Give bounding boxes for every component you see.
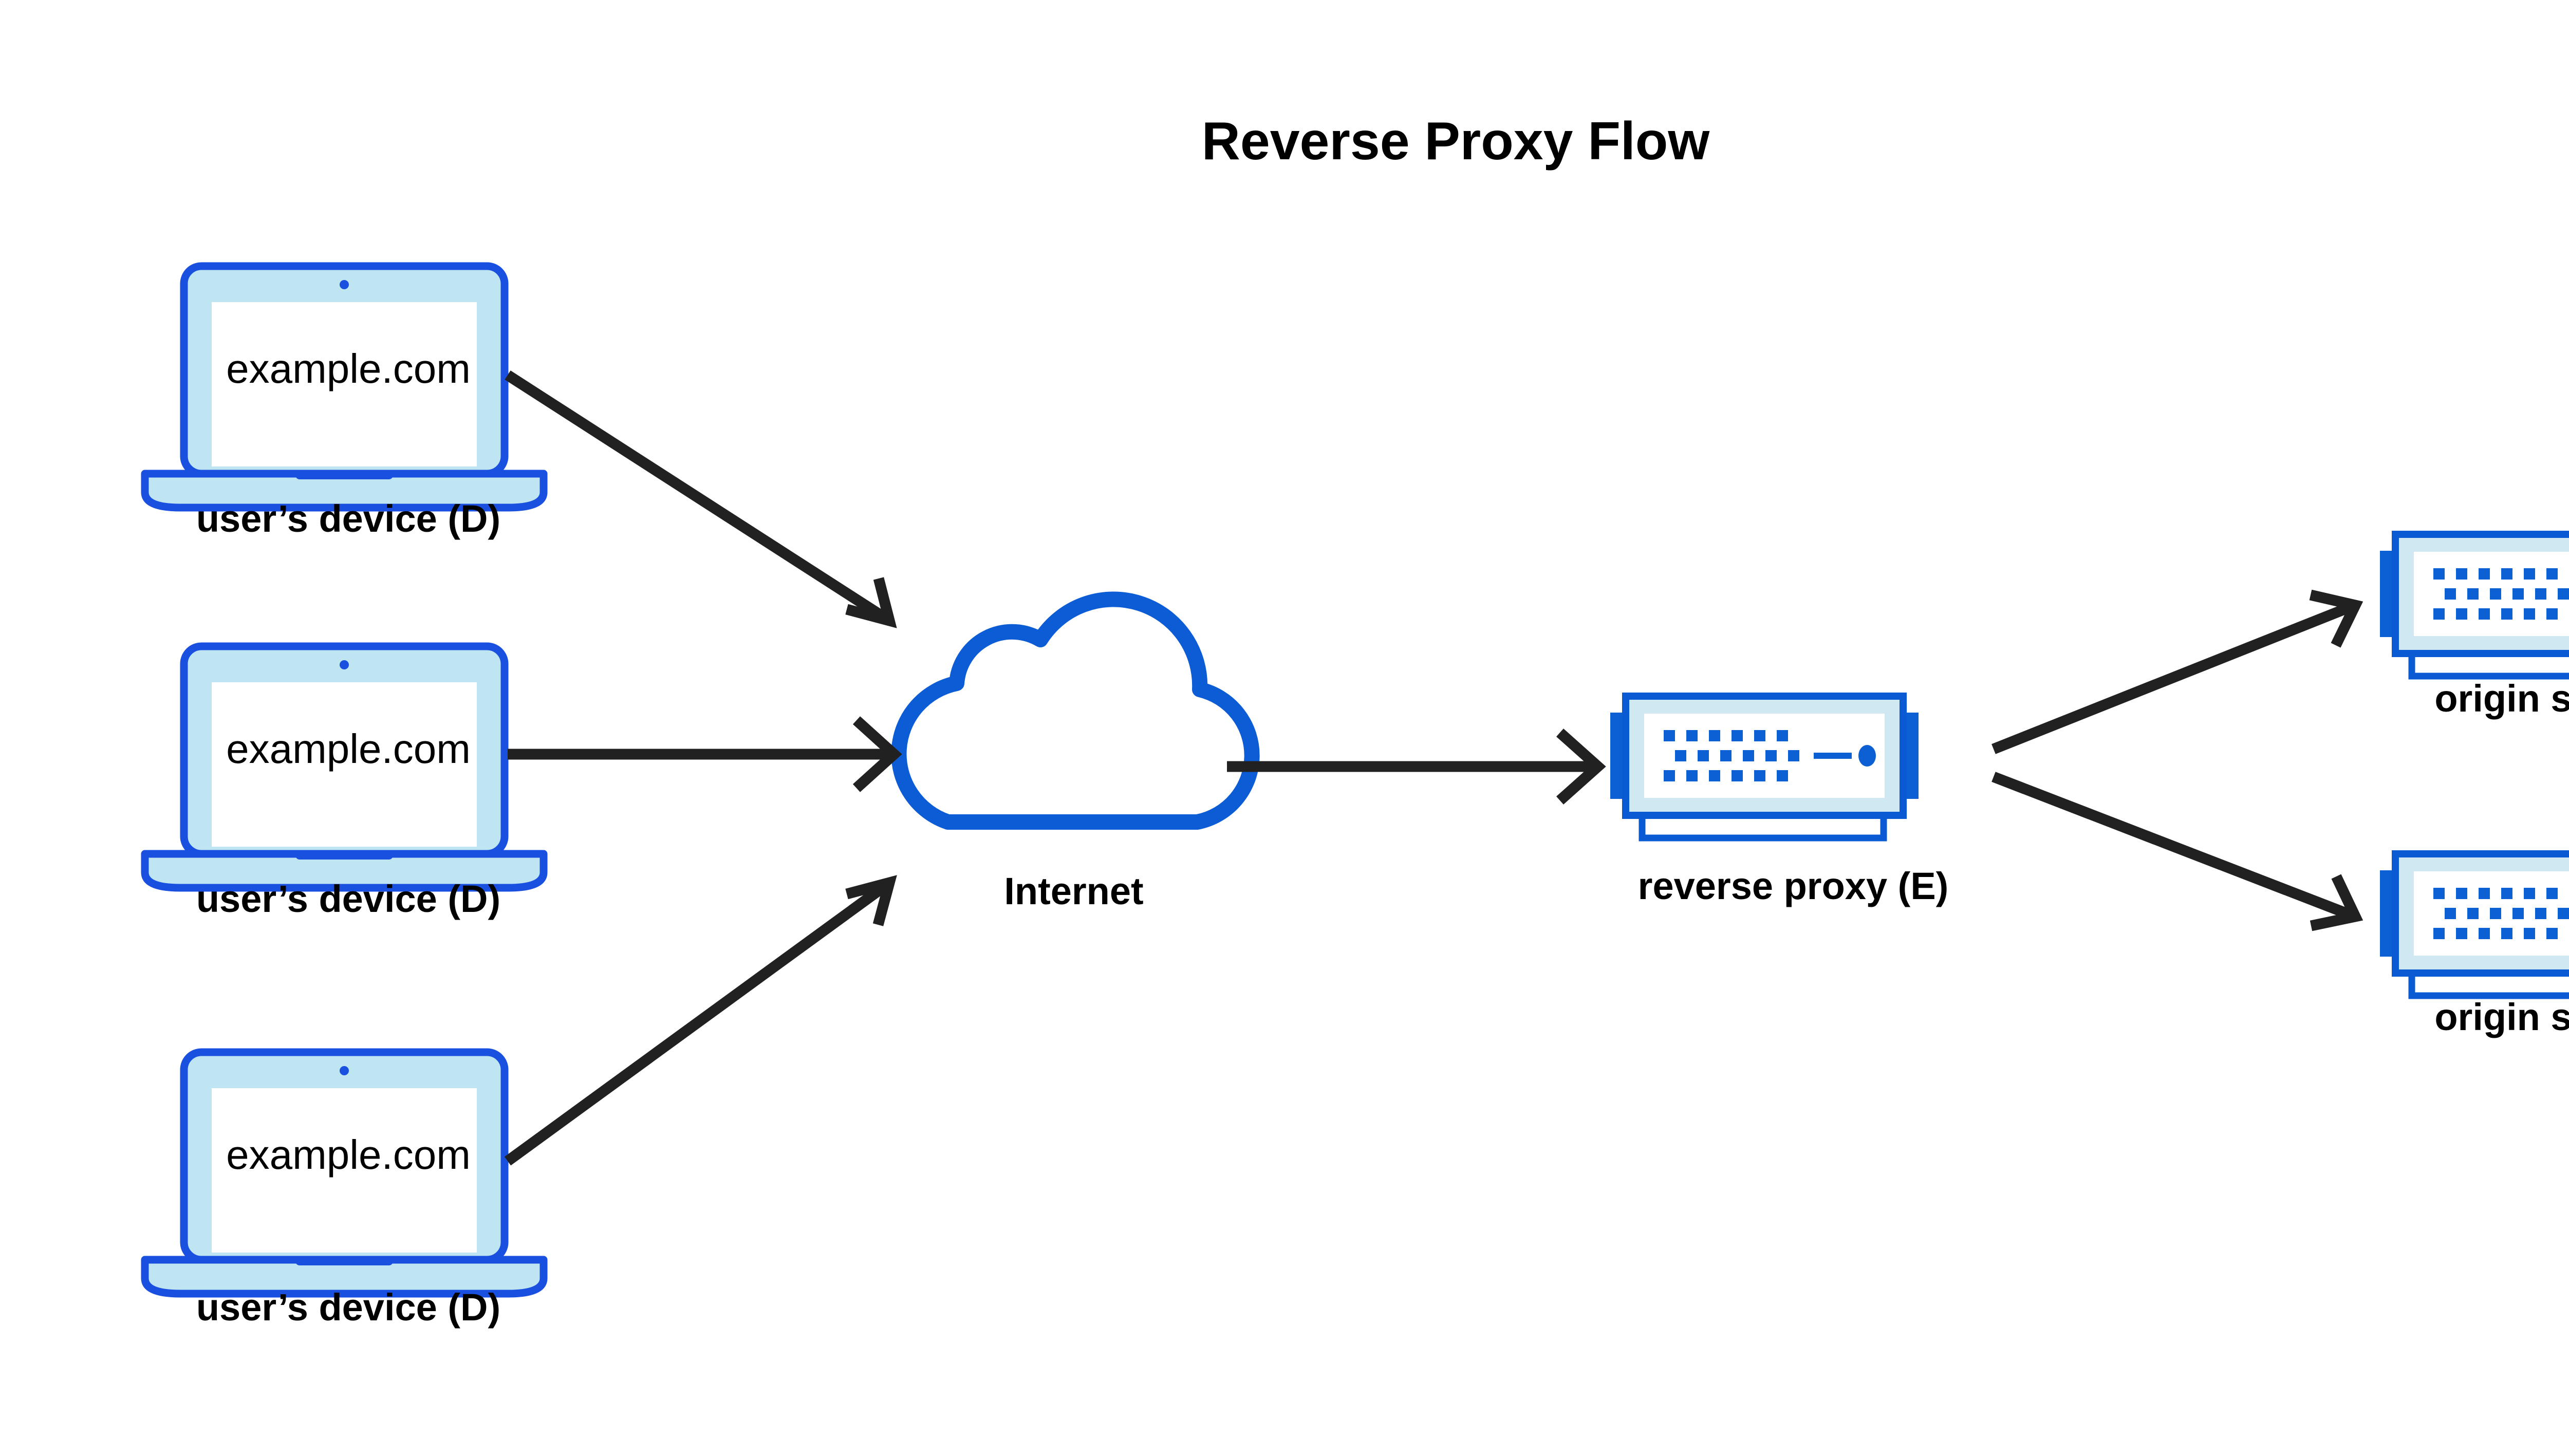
cloud-icon <box>891 591 1260 830</box>
edge-reverse-proxy-to-origin2 <box>1991 772 2363 931</box>
node-users-device-3[interactable]: example.com user’s device (D) <box>145 1052 544 1329</box>
node-label-origin-server-2: origin server (F) <box>2434 996 2569 1038</box>
laptop-screen-text-1: example.com <box>226 346 471 391</box>
laptop-screen-text-2: example.com <box>226 726 471 772</box>
server-icon <box>2380 854 2569 996</box>
node-users-device-2[interactable]: example.com user’s device (D) <box>145 646 544 920</box>
edge-device2-to-internet <box>508 716 902 792</box>
node-label-users-device-3: user’s device (D) <box>196 1286 500 1329</box>
node-label-origin-server-1: origin server (F) <box>2434 677 2569 720</box>
node-reverse-proxy[interactable]: reverse proxy (E) <box>1610 696 1948 907</box>
node-origin-server-2[interactable]: origin server (F) <box>2380 854 2569 1038</box>
node-label-reverse-proxy: reverse proxy (E) <box>1638 865 1949 907</box>
edge-device1-to-internet <box>505 370 897 628</box>
edge-internet-to-reverse-proxy <box>1227 729 1606 805</box>
server-icon <box>1610 696 1919 838</box>
server-icon <box>2380 534 2569 676</box>
edge-reverse-proxy-to-origin1 <box>1991 589 2363 754</box>
edge-device3-to-internet <box>504 875 897 1166</box>
node-label-users-device-1: user’s device (D) <box>196 497 500 540</box>
node-users-device-1[interactable]: example.com user’s device (D) <box>145 266 544 540</box>
page-title: Reverse Proxy Flow <box>1202 111 1710 171</box>
node-internet-cloud[interactable]: Internet <box>891 591 1260 912</box>
node-label-users-device-2: user’s device (D) <box>196 878 500 920</box>
laptop-screen-text-3: example.com <box>226 1132 471 1178</box>
node-label-internet: Internet <box>1004 870 1143 912</box>
node-origin-server-1[interactable]: origin server (F) <box>2380 534 2569 720</box>
